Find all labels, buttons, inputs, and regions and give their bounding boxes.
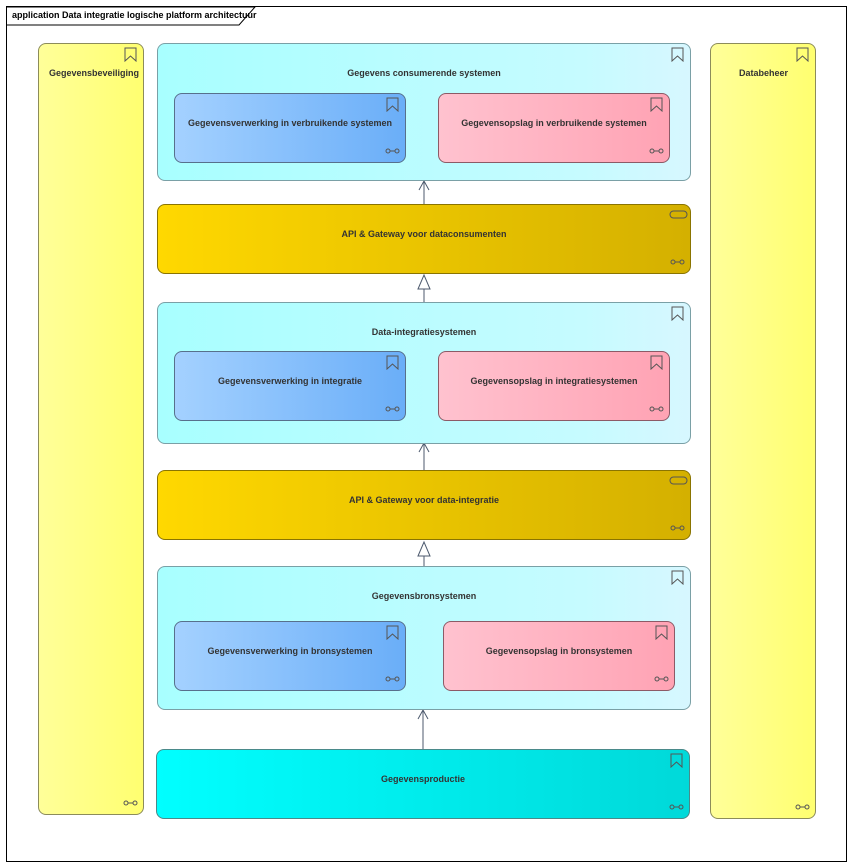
serves-arrow-api-to-integration: [418, 441, 430, 470]
integration-storage[interactable]: Gegevensopslag in integratiesystemen: [438, 351, 670, 421]
source-processing-label: Gegevensverwerking in bronsystemen: [207, 646, 373, 656]
source-processing[interactable]: Gegevensverwerking in bronsystemen: [174, 621, 406, 691]
api-gateway-integration-label: API & Gateway voor data-integratie: [348, 495, 500, 505]
link-icon: [649, 406, 664, 412]
serves-arrow-api-to-consumer: [418, 179, 430, 204]
security-label: Gegevensbeveiliging: [49, 68, 140, 78]
source-storage-label: Gegevensopslag in bronsystemen: [485, 646, 633, 656]
pill-icon: [669, 476, 688, 485]
bookmark-icon: [650, 97, 663, 112]
consumer-processing[interactable]: Gegevensverwerking in verbruikende syste…: [174, 93, 406, 163]
flow-arrow-production-to-source: [417, 708, 429, 749]
link-icon: [669, 804, 684, 810]
bookmark-icon: [671, 47, 684, 62]
link-icon: [649, 148, 664, 154]
consumer-systems-title: Gegevens consumerende systemen: [347, 68, 501, 78]
diagram-title: application Data integratie logische pla…: [12, 10, 257, 20]
link-icon: [385, 406, 400, 412]
bookmark-icon: [386, 355, 399, 370]
integration-storage-label: Gegevensopslag in integratiesystemen: [470, 376, 638, 386]
bookmark-icon: [655, 625, 668, 640]
bookmark-icon: [671, 306, 684, 321]
integration-systems-title: Data-integratiesystemen: [371, 327, 477, 337]
link-icon: [654, 676, 669, 682]
bookmark-icon: [386, 97, 399, 112]
link-icon: [670, 259, 685, 265]
realization-arrowhead-lower: [417, 540, 431, 557]
consumer-storage-label: Gegevensopslag in verbruikende systemen: [461, 118, 647, 128]
api-gateway-consumers[interactable]: API & Gateway voor dataconsumenten: [157, 204, 691, 274]
link-icon: [670, 525, 685, 531]
bookmark-icon: [796, 47, 809, 62]
bookmark-icon: [671, 570, 684, 585]
source-systems-title: Gegevensbronsystemen: [371, 591, 477, 601]
realization-arrowhead-upper: [417, 273, 431, 290]
api-gateway-consumers-label: API & Gateway voor dataconsumenten: [341, 229, 507, 239]
link-icon: [795, 804, 810, 810]
link-icon: [385, 148, 400, 154]
data-management-label: Databeheer: [739, 68, 789, 78]
bookmark-icon: [124, 47, 137, 62]
pill-icon: [669, 210, 688, 219]
source-storage[interactable]: Gegevensopslag in bronsystemen: [443, 621, 675, 691]
link-icon: [123, 800, 138, 806]
security-group[interactable]: Gegevensbeveiliging: [38, 43, 144, 815]
bookmark-icon: [650, 355, 663, 370]
bookmark-icon: [386, 625, 399, 640]
integration-processing-label: Gegevensverwerking in integratie: [217, 376, 363, 386]
data-production-label: Gegevensproductie: [380, 774, 466, 784]
data-management-group[interactable]: Databeheer: [710, 43, 816, 819]
api-gateway-integration[interactable]: API & Gateway voor data-integratie: [157, 470, 691, 540]
consumer-storage[interactable]: Gegevensopslag in verbruikende systemen: [438, 93, 670, 163]
consumer-processing-label: Gegevensverwerking in verbruikende syste…: [187, 118, 393, 128]
bookmark-icon: [670, 753, 683, 768]
integration-processing[interactable]: Gegevensverwerking in integratie: [174, 351, 406, 421]
data-production[interactable]: Gegevensproductie: [156, 749, 690, 819]
link-icon: [385, 676, 400, 682]
